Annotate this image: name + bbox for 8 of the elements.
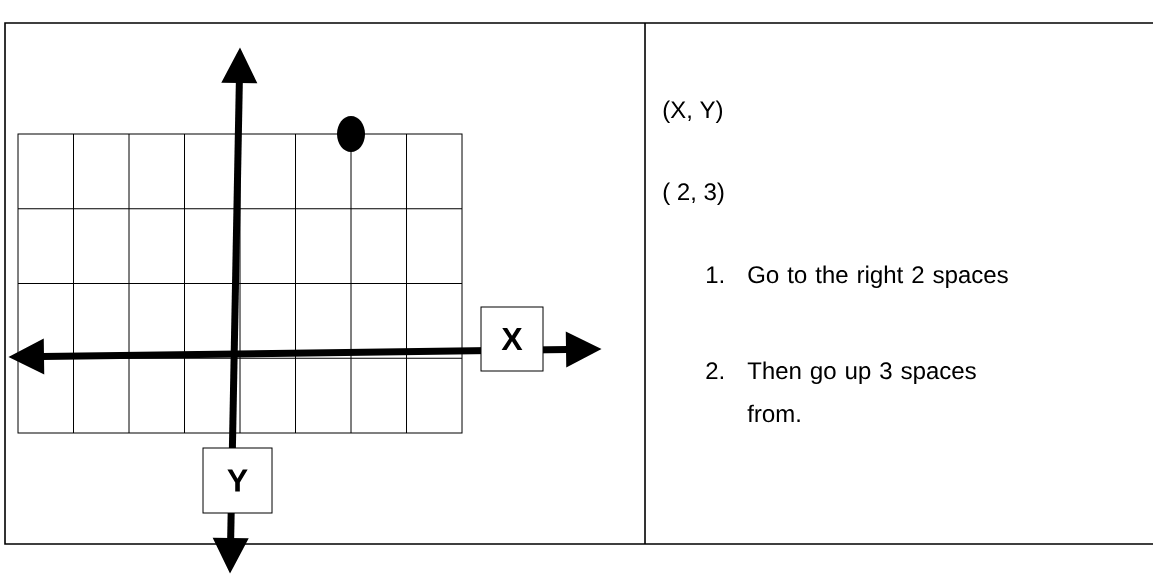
instruction-text: Go to the right 2 spaces: [748, 265, 1008, 288]
instruction-text: ( 2, 3): [663, 182, 724, 205]
axis-label-box: Y: [202, 447, 273, 514]
instruction-text: 1.: [707, 266, 723, 283]
instruction-text: Then go up 3 spaces from.: [747, 361, 976, 423]
instruction-text: (X, Y): [663, 100, 723, 123]
instruction-text: 2.: [706, 362, 723, 379]
axis-label-box: X: [480, 306, 544, 372]
